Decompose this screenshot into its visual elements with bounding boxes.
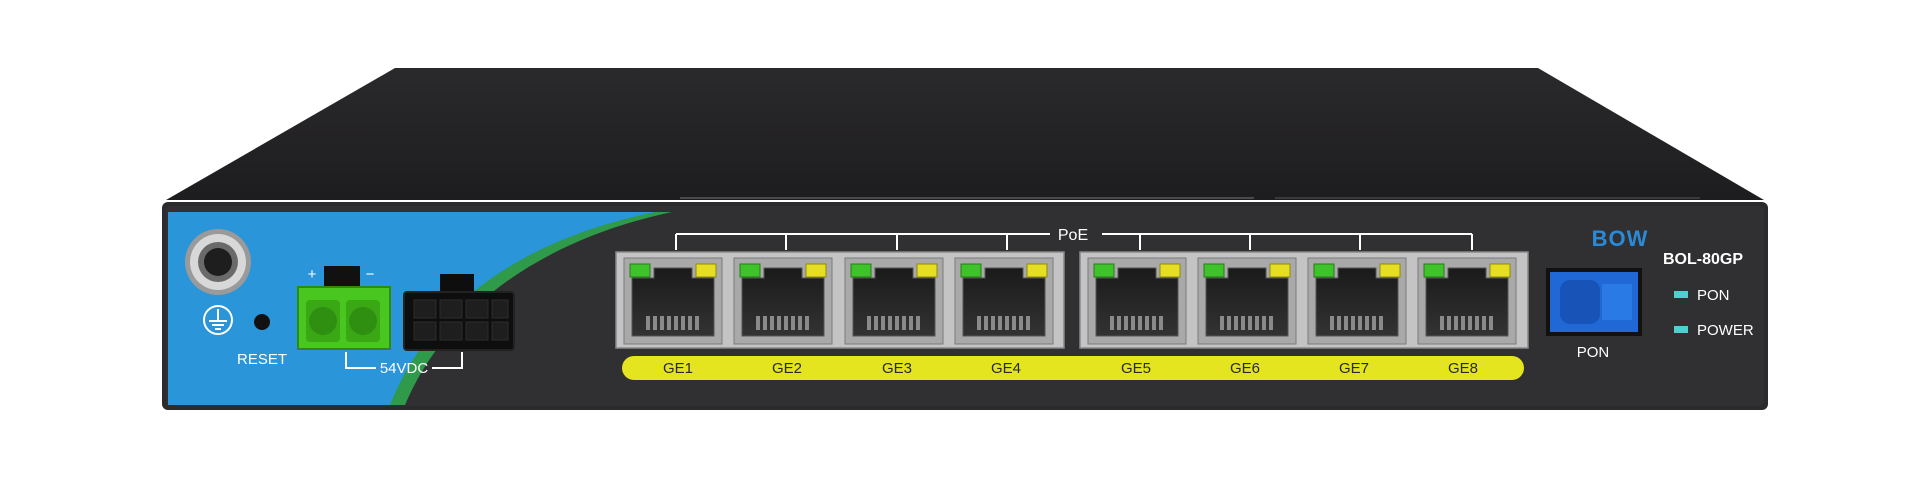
pon-fiber-port[interactable]: [1546, 268, 1642, 336]
rj45-port-8[interactable]: [1417, 257, 1517, 345]
power-bracket: [345, 352, 463, 369]
model-label: BOL-80GP: [1663, 251, 1743, 268]
dc-power-connector: [403, 274, 515, 351]
port-label-7: GE7: [1339, 360, 1369, 377]
poe-label: PoE: [1058, 227, 1088, 244]
port-7-poe-led: [1379, 263, 1401, 278]
ground-screw: [185, 229, 251, 295]
rj45-port-5[interactable]: [1087, 257, 1187, 345]
reset-button[interactable]: [254, 314, 270, 330]
brand-logo: BOW: [1592, 226, 1649, 251]
terminal-minus-label: −: [366, 266, 375, 283]
device-top-cover: [166, 68, 1764, 200]
port-7-link-led: [1313, 263, 1335, 278]
port-label-2: GE2: [772, 360, 802, 377]
port-5-poe-led: [1159, 263, 1181, 278]
pon-port-label: PON: [1577, 344, 1610, 361]
port-label-strip: [622, 356, 1524, 380]
port-1-link-led: [629, 263, 651, 278]
rj45-port-4[interactable]: [954, 257, 1054, 345]
rj45-port-7[interactable]: [1307, 257, 1407, 345]
port-2-poe-led: [805, 263, 827, 278]
port-8-link-led: [1423, 263, 1445, 278]
port-label-3: GE3: [882, 360, 912, 377]
port-label-1: GE1: [663, 360, 693, 377]
port-1-poe-led: [695, 263, 717, 278]
port-2-link-led: [739, 263, 761, 278]
port-6-link-led: [1203, 263, 1225, 278]
reset-label: RESET: [237, 351, 287, 368]
port-5-link-led: [1093, 263, 1115, 278]
power-label: 54VDC: [380, 360, 429, 377]
port-label-8: GE8: [1448, 360, 1478, 377]
rj45-port-2[interactable]: [733, 257, 833, 345]
port-label-4: GE4: [991, 360, 1021, 377]
power-terminal-block: [297, 266, 391, 350]
port-8-poe-led: [1489, 263, 1511, 278]
port-label-5: GE5: [1121, 360, 1151, 377]
terminal-plus-label: +: [308, 266, 317, 283]
power-led-label: POWER: [1697, 322, 1754, 339]
brand-text: BOW: [1592, 226, 1649, 251]
poe-bracket: [675, 233, 1473, 250]
port-4-poe-led: [1026, 263, 1048, 278]
port-label-6: GE6: [1230, 360, 1260, 377]
port-4-link-led: [960, 263, 982, 278]
power-led: [1674, 326, 1688, 333]
port-6-poe-led: [1269, 263, 1291, 278]
pon-led: [1674, 291, 1688, 298]
rj45-port-1[interactable]: [623, 257, 723, 345]
rj45-port-3[interactable]: [844, 257, 944, 345]
ground-symbol-icon: [203, 305, 233, 335]
pon-led-label: PON: [1697, 287, 1730, 304]
port-3-poe-led: [916, 263, 938, 278]
port-3-link-led: [850, 263, 872, 278]
rj45-port-6[interactable]: [1197, 257, 1297, 345]
